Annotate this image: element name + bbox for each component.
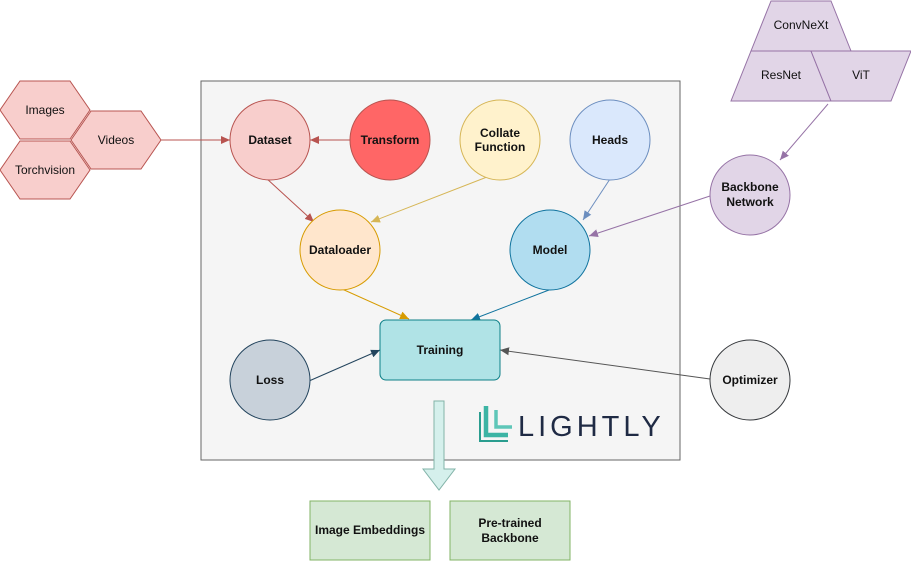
node-dataset: Dataset <box>229 99 311 181</box>
source-videos-label: Videos <box>98 133 134 147</box>
node-optimizer: Optimizer <box>709 339 791 421</box>
node-transform: Transform <box>349 99 431 181</box>
node-loss-label: Loss <box>256 373 284 387</box>
backbone-resnet-label: ResNet <box>761 68 802 82</box>
source-images: Images <box>0 80 91 140</box>
edge-backbone-model <box>588 195 711 237</box>
node-backbone-label-1: Backbone <box>721 180 779 194</box>
lightly-logo-mark-icon <box>479 406 512 442</box>
node-model-label: Model <box>533 243 568 257</box>
node-collate-function: Collate Function <box>459 99 541 181</box>
lightly-logo-text: LIGHTLY <box>518 411 665 443</box>
source-videos: Videos <box>70 110 162 170</box>
backbone-convnext-label: ConvNeXt <box>774 18 829 32</box>
edge-heads-model <box>582 178 611 221</box>
node-backbone-label-2: Network <box>726 195 774 209</box>
node-optimizer-label: Optimizer <box>722 373 778 387</box>
backbone-convnext: ConvNeXt <box>750 0 852 52</box>
node-collate-label-1: Collate <box>480 126 520 140</box>
node-dataloader-label: Dataloader <box>309 243 371 257</box>
source-images-label: Images <box>25 103 64 117</box>
node-transform-label: Transform <box>361 133 420 147</box>
node-collate-label-2: Function <box>475 140 526 154</box>
edge-collate-dataloader <box>370 176 488 223</box>
output-pretrained-label-2: Backbone <box>481 531 539 545</box>
edge-dataloader-training <box>341 288 410 320</box>
node-training-label: Training <box>417 343 464 357</box>
output-pretrained-label-1: Pre-trained <box>478 516 541 530</box>
output-embeddings-label: Image Embeddings <box>315 523 425 537</box>
node-loss: Loss <box>229 339 311 421</box>
edge-model-training <box>470 289 550 321</box>
output-arrow-icon <box>421 400 457 491</box>
source-torchvision-label: Torchvision <box>15 163 75 177</box>
node-dataset-label: Dataset <box>248 133 291 147</box>
edge-loss-training <box>308 349 381 382</box>
node-backbone-network: Backbone Network <box>709 154 791 236</box>
node-training: Training <box>379 319 501 381</box>
edge-dataset-dataloader <box>265 177 315 223</box>
node-heads: Heads <box>569 99 651 181</box>
backbone-vit-label: ViT <box>852 68 870 82</box>
edge-optimizer-training <box>499 347 711 380</box>
output-pretrained-backbone: Pre-trained Backbone <box>449 500 571 561</box>
source-torchvision: Torchvision <box>0 140 91 200</box>
node-heads-label: Heads <box>592 133 628 147</box>
output-image-embeddings: Image Embeddings <box>309 500 431 561</box>
lightly-logo: LIGHTLY <box>479 406 665 443</box>
node-dataloader: Dataloader <box>299 209 381 291</box>
backbone-vit: ViT <box>810 50 911 102</box>
edge-backbones-backbone <box>779 103 829 161</box>
node-model: Model <box>509 209 591 291</box>
